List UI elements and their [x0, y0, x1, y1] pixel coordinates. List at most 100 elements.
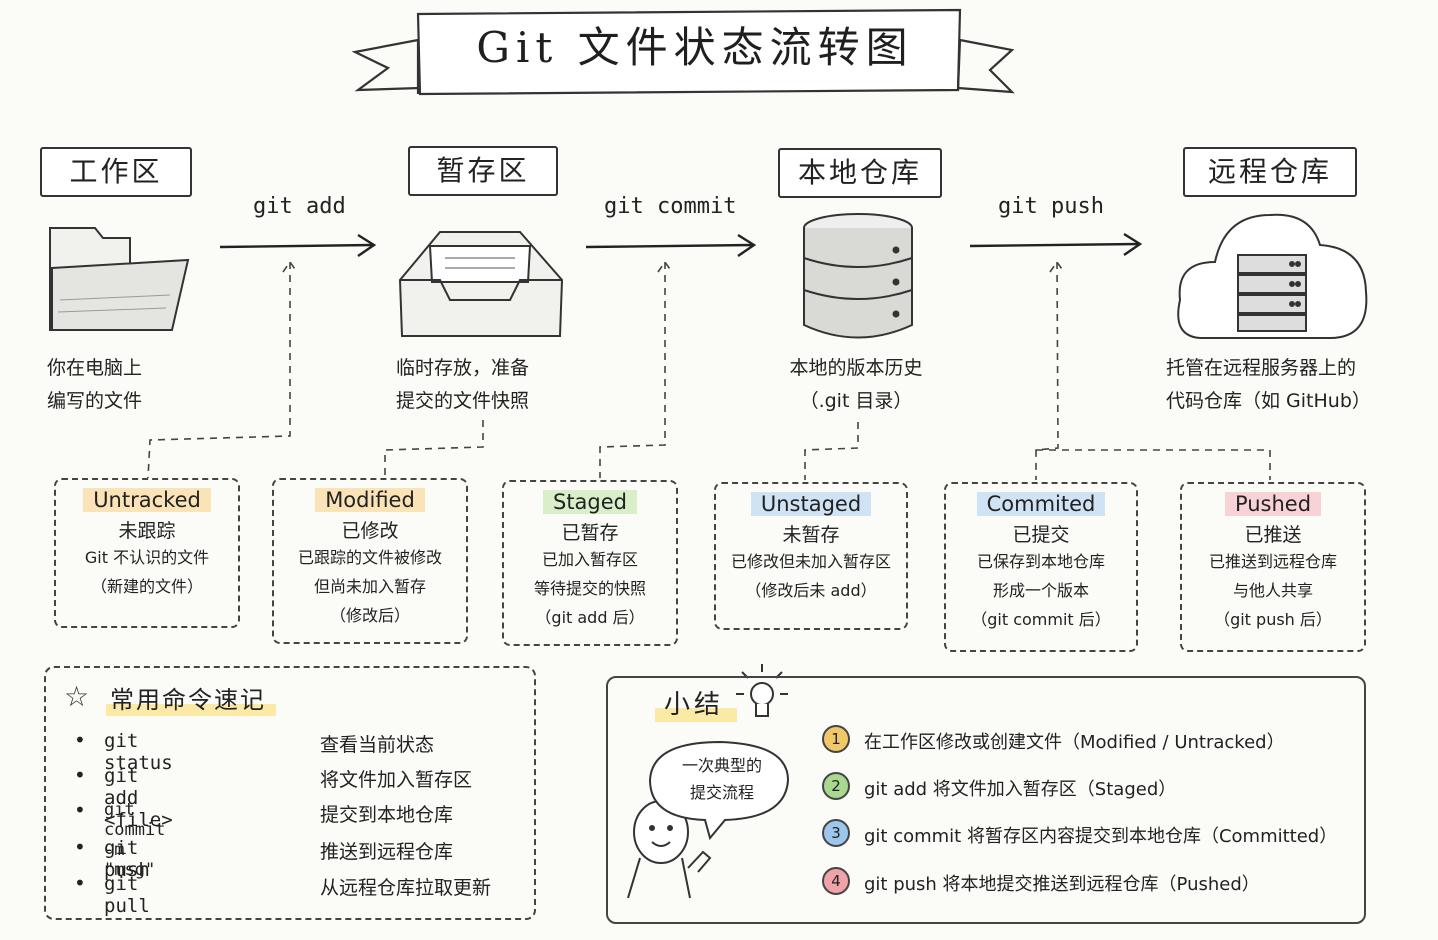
zone-remote-desc: 托管在远程服务器上的 代码仓库（如 GitHub） [1166, 352, 1371, 418]
bullet-icon: • [74, 728, 86, 752]
state-line: （修改后未 add） [745, 581, 877, 600]
cheatsheet-cmd: git commit -m "msg" [104, 800, 166, 880]
zone-local-repo-label: 本地仓库 [797, 156, 922, 189]
cmd-add: git add [253, 194, 346, 219]
cheatsheet-desc: 从远程仓库拉取更新 [320, 877, 492, 899]
database-icon [803, 213, 913, 339]
zone-remote-repo: 远程仓库 [1183, 147, 1357, 197]
desc-line: 临时存放，准备 [396, 357, 530, 379]
cmd-commit: git commit [604, 194, 737, 219]
zone-workspace-label: 工作区 [69, 155, 163, 188]
bullet-icon: • [74, 763, 86, 787]
step-text: git commit 将暂存区内容提交到本地仓库（Committed） [864, 826, 1338, 847]
cheatsheet-desc: 提交到本地仓库 [320, 804, 454, 826]
state-line: （新建的文件） [90, 577, 203, 596]
step-text: 在工作区修改或创建文件（Modified / Untracked） [864, 732, 1285, 753]
summary-panel [606, 676, 1366, 924]
state-line: 与他人共享 [1232, 581, 1313, 600]
state-line: 但尚未加入暂存 [313, 577, 426, 596]
state-line: （git commit 后） [971, 610, 1111, 629]
state-line: 形成一个版本 [992, 581, 1089, 600]
state-en: Pushed [1224, 492, 1322, 516]
cmd-push: git push [998, 194, 1104, 219]
state-en: Modified [315, 488, 425, 512]
cheatsheet-desc: 查看当前状态 [320, 734, 435, 756]
desc-line: （.git 目录） [799, 390, 913, 412]
speech-bubble-text: 一次典型的 提交流程 [664, 752, 780, 806]
zone-staging-desc: 临时存放，准备 提交的文件快照 [396, 352, 529, 418]
desc-line: 编写的文件 [47, 390, 143, 412]
highlight-summary [655, 708, 737, 722]
state-line: 已跟踪的文件被修改 [297, 548, 442, 567]
speech-bubble [648, 740, 790, 841]
highlight-cheatsheet [106, 704, 276, 716]
bubble-line: 一次典型的 [681, 756, 762, 775]
state-line: 已推送到远程仓库 [1208, 552, 1337, 571]
page-title: Git 文件状态流转图 [476, 23, 914, 72]
flow-arrows [219, 232, 1143, 257]
step-number: 3 [822, 819, 850, 847]
bullet-icon: • [74, 798, 86, 822]
state-card-modified: Modified 已修改 已跟踪的文件被修改 但尚未加入暂存 （修改后） [272, 478, 468, 644]
cheatsheet-desc: 将文件加入暂存区 [320, 769, 473, 791]
state-zh: 未跟踪 [118, 520, 176, 542]
desc-line: 你在电脑上 [47, 357, 143, 379]
state-en: Staged [542, 490, 637, 514]
zone-staging-label: 暂存区 [436, 154, 530, 187]
bullet-icon: • [74, 871, 86, 895]
desc-line: 本地的版本历史 [789, 357, 923, 379]
zone-local-repo: 本地仓库 [778, 148, 942, 198]
cheatsheet-cmd: git push [104, 837, 150, 881]
cheatsheet-cmd: git add <file> [104, 765, 173, 831]
zone-staging: 暂存区 [408, 146, 558, 196]
zone-workspace-desc: 你在电脑上 编写的文件 [47, 352, 142, 418]
bullet-icon: • [74, 835, 86, 859]
step-number: 1 [822, 725, 850, 753]
state-zh: 已推送 [1244, 524, 1302, 546]
state-zh: 未暂存 [782, 524, 840, 546]
desc-line: 托管在远程服务器上的 [1166, 357, 1357, 379]
inbox-tray-icon [398, 231, 564, 337]
state-card-unstaged: Unstaged 未暂存 已修改但未加入暂存区 （修改后未 add） [714, 482, 908, 630]
dashed-connectors [147, 260, 1271, 480]
star-icon: ☆ [64, 680, 90, 713]
person-icon [627, 800, 712, 899]
state-line: 已加入暂存区 [541, 550, 638, 569]
cheatsheet-panel [44, 666, 536, 920]
desc-line: 提交的文件快照 [396, 390, 530, 412]
state-line: Git 不认识的文件 [84, 548, 210, 567]
cheatsheet-title: 常用命令速记 [110, 686, 266, 714]
summary-title: 小结 [664, 690, 725, 720]
state-card-untracked: Untracked 未跟踪 Git 不认识的文件 （新建的文件） [54, 478, 240, 628]
state-en: Unstaged [750, 492, 872, 516]
folder-icon [49, 227, 190, 331]
cheatsheet-cmd: git pull [104, 873, 150, 917]
state-line: 已保存到本地仓库 [976, 552, 1105, 571]
state-en: Commited [976, 492, 1106, 516]
state-en: Untracked [83, 488, 211, 512]
bubble-line: 提交流程 [689, 783, 754, 802]
state-line: （git add 后） [535, 608, 645, 627]
state-card-pushed: Pushed 已推送 已推送到远程仓库 与他人共享 （git push 后） [1180, 482, 1366, 652]
zone-local-desc: 本地的版本历史 （.git 目录） [768, 352, 944, 418]
lightbulb-icon [736, 664, 788, 717]
step-text: git add 将文件加入暂存区（Staged） [864, 779, 1177, 800]
state-zh: 已修改 [341, 520, 399, 542]
cloud-server-icon [1177, 213, 1368, 339]
cheatsheet-cmd: git status [104, 730, 173, 774]
state-zh: 已暂存 [561, 522, 619, 544]
state-line: 等待提交的快照 [533, 579, 646, 598]
state-card-committed: Commited 已提交 已保存到本地仓库 形成一个版本 （git commit… [944, 482, 1138, 652]
title-ribbon [351, 8, 1015, 96]
state-line: 已修改但未加入暂存区 [730, 552, 891, 571]
step-number: 2 [822, 772, 850, 800]
desc-line: 代码仓库（如 GitHub） [1166, 390, 1371, 412]
state-line: （修改后） [329, 606, 410, 625]
step-text: git push 将本地提交推送到远程仓库（Pushed） [864, 874, 1260, 895]
step-number: 4 [822, 867, 850, 895]
state-line: （git push 后） [1214, 610, 1332, 629]
state-zh: 已提交 [1012, 524, 1070, 546]
state-card-staged: Staged 已暂存 已加入暂存区 等待提交的快照 （git add 后） [502, 480, 678, 646]
zone-workspace: 工作区 [40, 147, 192, 197]
zone-remote-repo-label: 远程仓库 [1207, 155, 1332, 188]
